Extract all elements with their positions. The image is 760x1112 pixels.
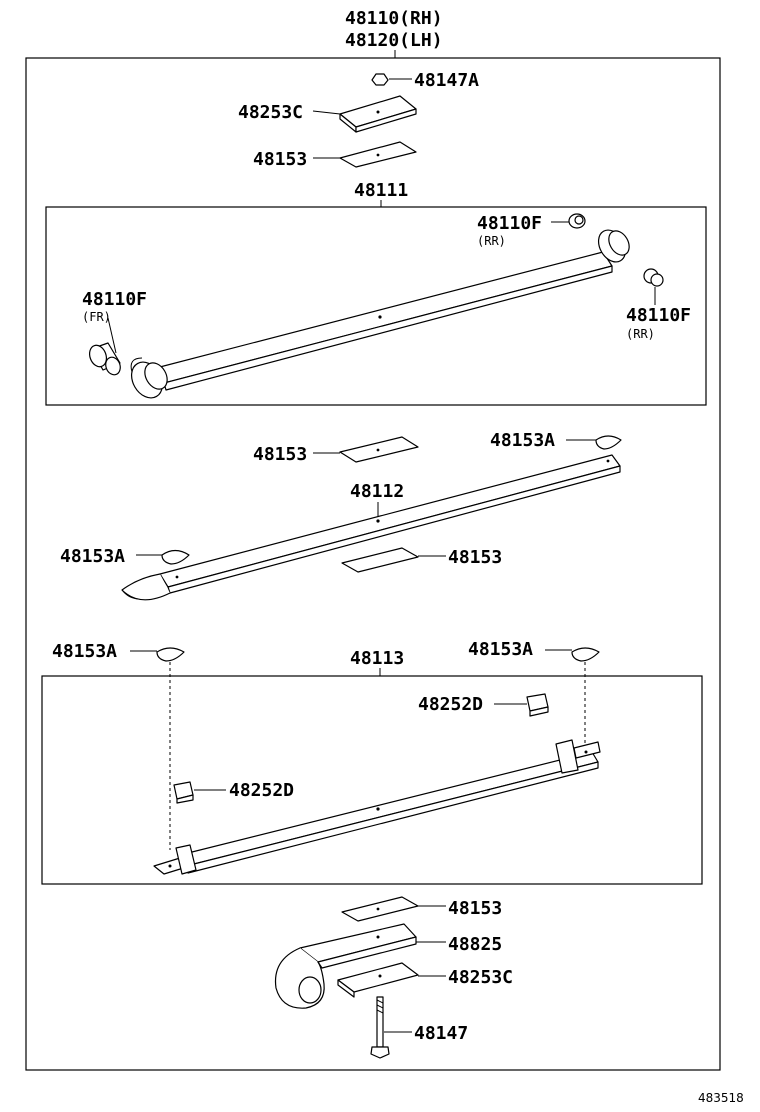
assembly-label-rh: 48110(RH) <box>345 8 443 29</box>
label-48110F-rr-lower-sub: (RR) <box>626 327 655 341</box>
label-48252D-right: 48252D <box>418 694 483 715</box>
bushing-48110F-fr <box>88 317 121 376</box>
bushing-48110F-rr-lower <box>643 268 664 305</box>
clip-48252D-right <box>494 693 549 717</box>
label-48113: 48113 <box>350 648 404 669</box>
outer-frame <box>25 57 721 1071</box>
label-48110F-rr-lower: 48110F <box>626 305 691 326</box>
label-48153A-right2: 48153A <box>468 639 533 660</box>
label-48153A-right1: 48153A <box>490 430 555 451</box>
label-48153A-left2: 48153A <box>52 641 117 662</box>
label-48153-mid2: 48153 <box>448 547 502 568</box>
assembly-label-lh: 48120(LH) <box>345 30 443 51</box>
label-48110F-fr: 48110F <box>82 289 147 310</box>
label-48825: 48825 <box>448 934 502 955</box>
frame-48113 <box>41 675 703 885</box>
label-48252D-left: 48252D <box>229 780 294 801</box>
insulator-48153-mid1 <box>313 436 419 463</box>
bushing-48110F-rr-upper <box>551 213 586 229</box>
main-leaf-48111 <box>130 229 630 399</box>
label-48111: 48111 <box>354 180 408 201</box>
cap-48153A-left2 <box>130 647 185 850</box>
label-48253C-top: 48253C <box>238 102 303 123</box>
cap-48153A-right1 <box>566 435 622 450</box>
second-leaf-48112 <box>121 454 621 601</box>
plate-48253C-top <box>312 95 417 133</box>
label-48153A-left1: 48153A <box>60 546 125 567</box>
label-48153-bottom: 48153 <box>448 898 502 919</box>
plate-48253C-bottom <box>337 962 446 998</box>
frame-48111 <box>45 206 707 406</box>
insulator-48153-top <box>313 141 417 168</box>
cap-48153A-left1 <box>136 549 190 565</box>
label-48147: 48147 <box>414 1023 468 1044</box>
label-48147A: 48147A <box>414 70 479 91</box>
clip-48252D-left <box>173 781 226 804</box>
insulator-48153-mid2 <box>341 547 446 573</box>
figure-code: 483518 <box>698 1091 744 1105</box>
label-48253C-bottom: 48253C <box>448 967 513 988</box>
nut-48147A <box>371 73 412 86</box>
leaf-48825 <box>274 923 446 1009</box>
label-48153-top: 48153 <box>253 149 307 170</box>
insulator-48153-bottom <box>341 896 446 922</box>
label-48153-mid1: 48153 <box>253 444 307 465</box>
label-48110F-rr-upper: 48110F <box>477 213 542 234</box>
bolt-48147 <box>370 996 412 1059</box>
label-48112: 48112 <box>350 481 404 502</box>
third-leaf-48113 <box>153 739 601 875</box>
cap-48153A-right2 <box>545 647 600 752</box>
label-48110F-fr-sub: (FR) <box>82 310 111 324</box>
label-48110F-rr-upper-sub: (RR) <box>477 234 506 248</box>
